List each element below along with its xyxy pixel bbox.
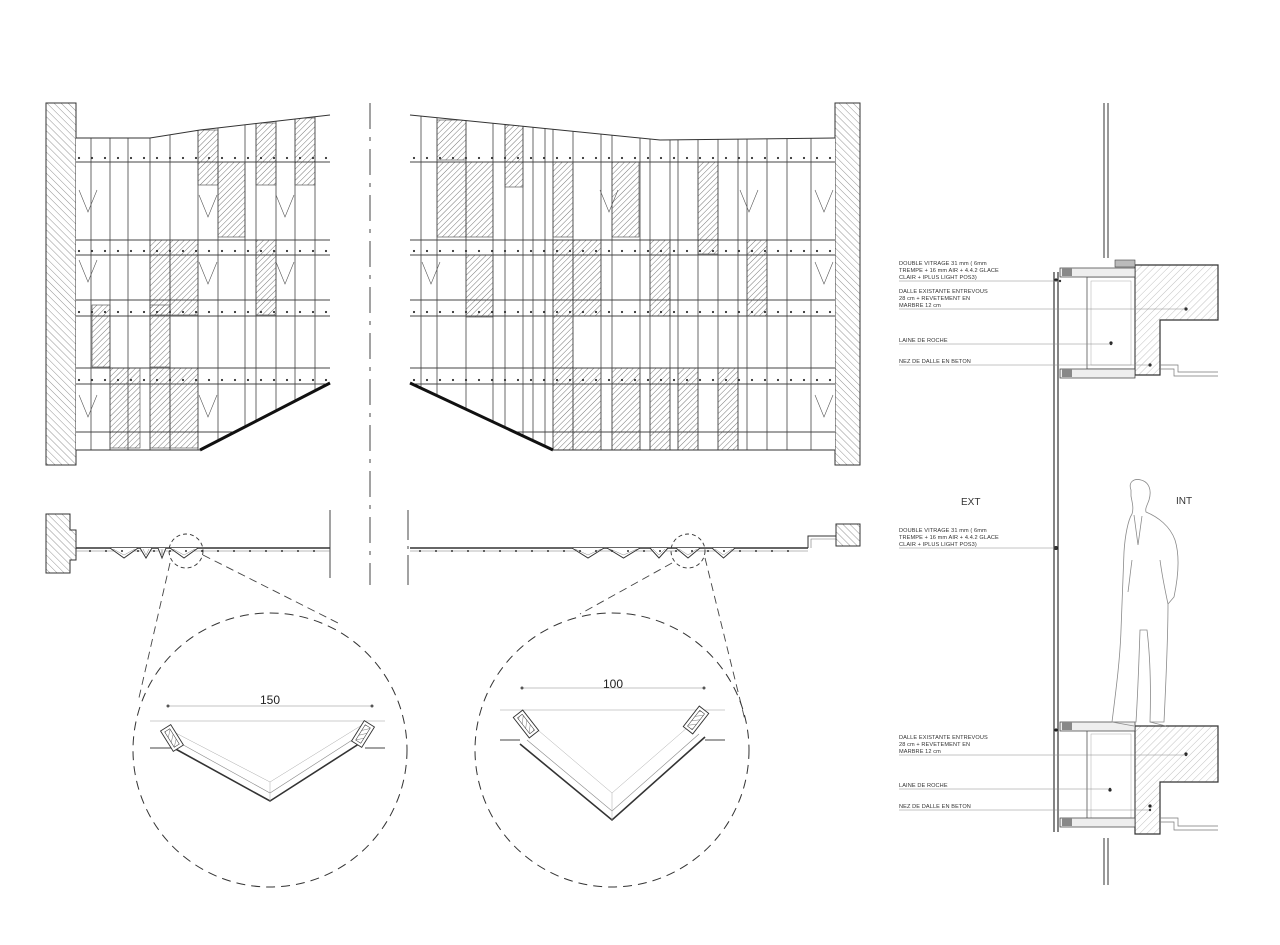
section-note-line: LAINE DE ROCHE <box>899 338 948 344</box>
section-note-line: TREMPE + 16 mm AIR + 4.4.2 GLACE <box>899 535 999 541</box>
label-ext: EXT <box>961 497 980 508</box>
detail-callout-left <box>168 533 204 569</box>
section-note-line: DALLE EXISTANTE ENTREVOUS <box>899 289 988 295</box>
section-note-line: DOUBLE VITRAGE 31 mm ( 6mm <box>899 528 987 534</box>
detail-right: 100 <box>474 557 750 888</box>
section-note-line: 28 cm + REVETEMENT EN <box>899 742 970 748</box>
section-note-line: MARBRE 12 cm <box>899 749 941 755</box>
detail-callout-right <box>670 533 706 569</box>
section-note-line: CLAIR + IPLUS LIGHT POS3) <box>899 275 977 281</box>
dimension-100: 100 <box>603 677 623 691</box>
person-silhouette <box>1111 479 1179 727</box>
section-note-line: TREMPE + 16 mm AIR + 4.4.2 GLACE <box>899 268 999 274</box>
section-note-line: NEZ DE DALLE EN BETON <box>899 804 971 810</box>
section-note-line: DOUBLE VITRAGE 31 mm ( 6mm <box>899 261 987 267</box>
left-elevation <box>45 102 331 466</box>
section-note-line: NEZ DE DALLE EN BETON <box>899 359 971 365</box>
label-int: INT <box>1176 496 1192 507</box>
section-note-line: CLAIR + IPLUS LIGHT POS3) <box>899 542 977 548</box>
detail-left: 150 <box>132 554 408 888</box>
left-wall <box>45 102 77 466</box>
section-note-line: DALLE EXISTANTE ENTREVOUS <box>899 735 988 741</box>
section-note-line: 28 cm + REVETEMENT EN <box>899 296 970 302</box>
section-note-line: LAINE DE ROCHE <box>899 783 948 789</box>
plan-view <box>45 513 861 574</box>
wall-section: EXT INT <box>961 103 1219 885</box>
dimension-150: 150 <box>260 693 280 707</box>
right-elevation <box>409 102 861 466</box>
section-note-line: MARBRE 12 cm <box>899 303 941 309</box>
right-wall <box>834 102 861 466</box>
